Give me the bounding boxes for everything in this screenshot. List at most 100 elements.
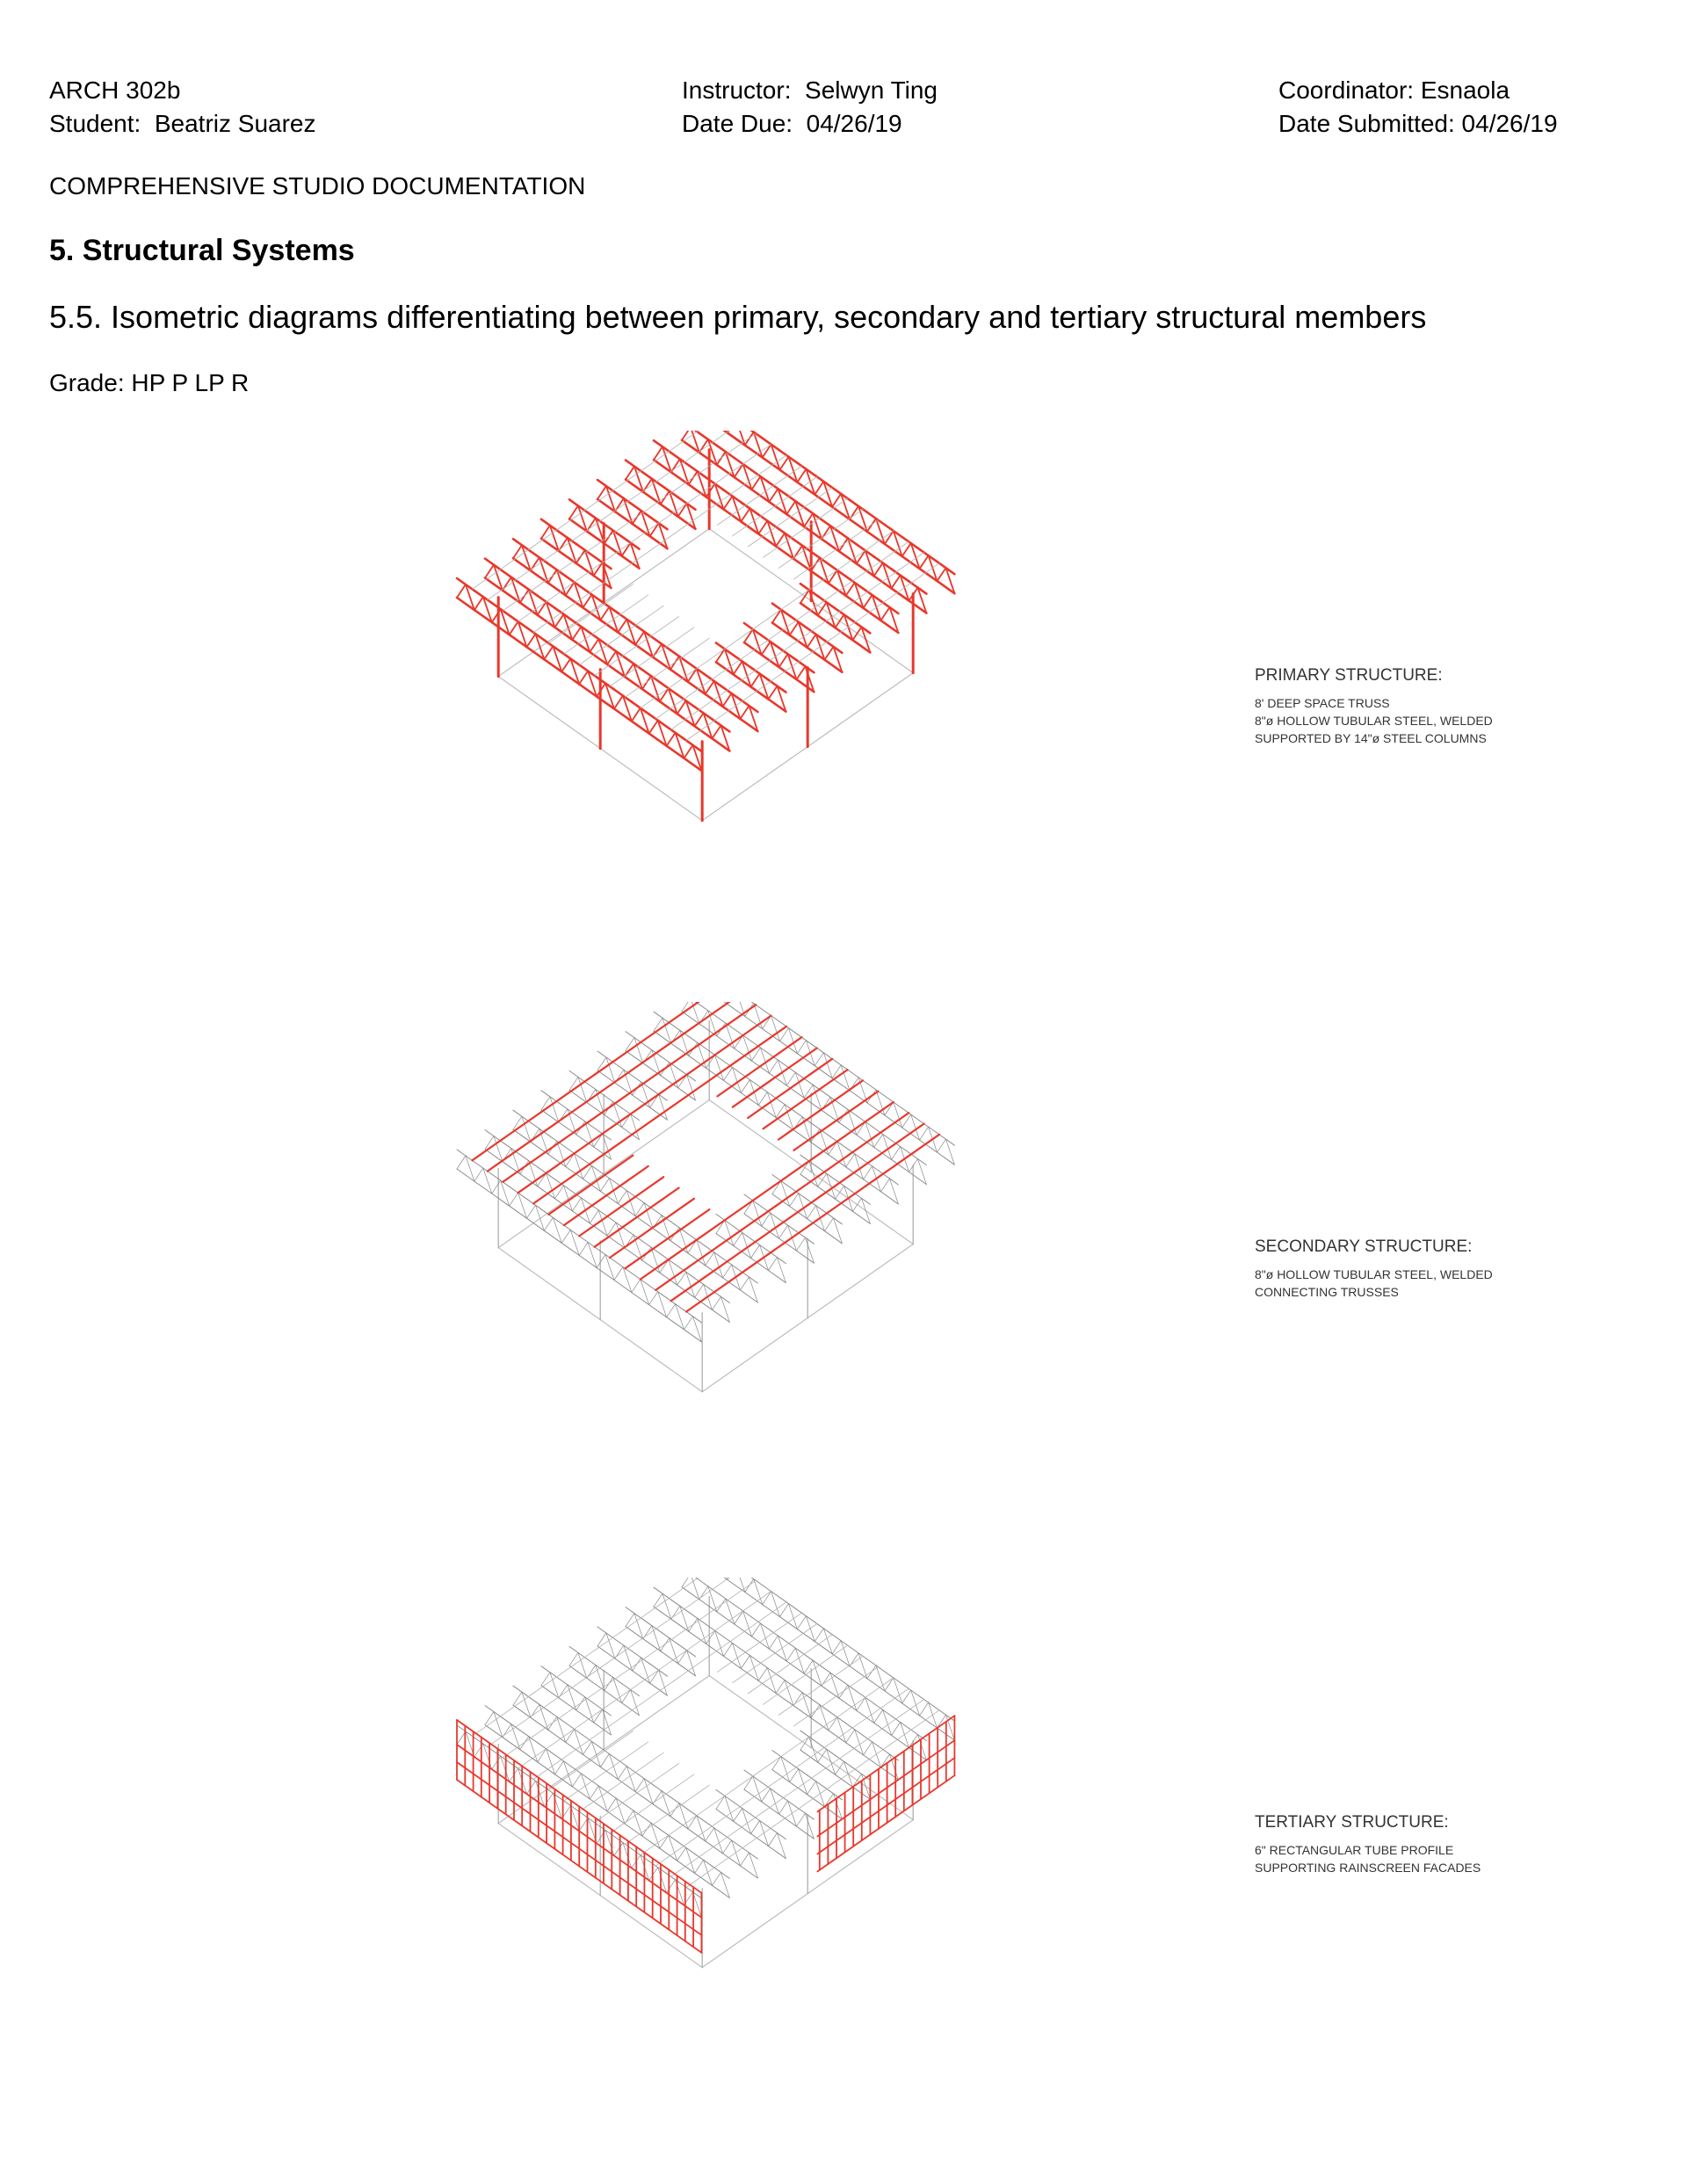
- truss-web: [713, 483, 725, 511]
- truss-web: [858, 504, 868, 533]
- truss-bottom-chord: [604, 1690, 623, 1704]
- connecting-member: [782, 1201, 813, 1223]
- connecting-member: [791, 518, 821, 539]
- connecting-member: [882, 582, 912, 604]
- truss-bottom-chord: [744, 1016, 764, 1030]
- truss-bottom-chord: [605, 663, 626, 678]
- truss-bottom-chord: [575, 562, 595, 577]
- truss-web: [739, 1578, 746, 1593]
- truss-web: [525, 633, 537, 649]
- truss-bottom-chord: [599, 1767, 619, 1780]
- truss-bottom-chord: [620, 555, 641, 570]
- truss-web: [823, 645, 835, 661]
- truss-web: [674, 731, 685, 759]
- truss-web: [749, 672, 761, 688]
- connecting-member: [759, 1066, 790, 1089]
- truss-bottom-chord: [653, 1030, 672, 1044]
- truss-bottom-chord: [760, 653, 780, 669]
- connecting-member: [769, 1231, 800, 1254]
- truss-web: [909, 1734, 918, 1748]
- truss-web: [665, 731, 677, 747]
- truss-bottom-chord: [891, 1735, 909, 1748]
- connecting-member: [741, 1252, 772, 1273]
- truss-bottom-chord: [456, 1168, 475, 1182]
- truss-web: [749, 1852, 758, 1879]
- truss-web: [863, 1165, 872, 1180]
- truss-web: [836, 569, 847, 597]
- connecting-member: [713, 1847, 743, 1868]
- truss-web: [863, 1741, 872, 1756]
- truss-bottom-chord: [795, 678, 815, 693]
- truss-web: [847, 1108, 858, 1136]
- truss-bottom-chord: [715, 1232, 735, 1246]
- truss-web: [743, 1200, 754, 1215]
- truss-web: [578, 670, 590, 686]
- truss-web: [528, 1160, 539, 1187]
- truss-web: [762, 1015, 771, 1029]
- truss-web: [918, 555, 930, 570]
- truss-web: [771, 1756, 782, 1770]
- truss-web: [621, 1689, 631, 1703]
- connecting-member: [574, 562, 604, 583]
- connecting-member: [548, 1769, 577, 1791]
- label-line: 8"ø HOLLOW TUBULAR STEEL, WELDED: [1255, 1267, 1493, 1281]
- truss-web: [691, 1578, 700, 1600]
- connecting-member: [604, 584, 634, 605]
- connecting-member: [742, 680, 771, 702]
- truss-web: [739, 1002, 746, 1017]
- truss-web: [828, 1716, 838, 1731]
- truss-web: [641, 1081, 651, 1108]
- truss-web: [625, 1037, 635, 1051]
- truss-web: [723, 648, 735, 676]
- truss-web: [625, 1613, 635, 1627]
- truss-web: [831, 1640, 842, 1655]
- truss-web: [780, 1180, 791, 1207]
- truss-web: [788, 1603, 798, 1630]
- truss-bottom-chord: [828, 1730, 847, 1744]
- truss-bottom-chord: [757, 1680, 777, 1694]
- truss-bottom-chord: [742, 641, 764, 657]
- truss-web: [482, 1167, 493, 1194]
- truss-web: [854, 1729, 864, 1756]
- header-left: ARCH 302b Student: Beatriz Suarez: [49, 74, 316, 141]
- truss-web: [770, 443, 781, 471]
- truss-web: [544, 1216, 554, 1231]
- truss-bottom-chord: [884, 1690, 903, 1704]
- truss-bottom-chord: [649, 1107, 668, 1121]
- connecting-member: [849, 1090, 880, 1113]
- connecting-member: [686, 1630, 716, 1651]
- label-line: 8' DEEP SPACE TRUSS: [1255, 696, 1390, 710]
- truss-web: [771, 1180, 782, 1194]
- truss-web: [769, 1635, 778, 1650]
- connecting-member: [821, 1686, 851, 1707]
- truss-bottom-chord: [743, 444, 764, 459]
- truss-web: [626, 618, 637, 646]
- truss-bottom-chord: [519, 1173, 539, 1187]
- truss-web: [750, 1820, 760, 1834]
- truss-web: [633, 663, 643, 691]
- truss-web: [613, 1842, 624, 1856]
- truss-web: [562, 613, 574, 641]
- truss-web: [891, 1722, 901, 1736]
- truss-web: [917, 1158, 927, 1185]
- truss-web: [623, 1644, 634, 1672]
- truss-web: [578, 1242, 589, 1256]
- truss-web: [801, 544, 812, 572]
- truss-web: [856, 1121, 866, 1136]
- truss-web: [768, 1832, 778, 1847]
- truss-bottom-chord: [863, 1179, 881, 1193]
- truss-web: [833, 1793, 843, 1820]
- connecting-member: [606, 625, 636, 646]
- connecting-member: [755, 1797, 785, 1818]
- truss-web: [597, 1785, 608, 1812]
- truss-web: [892, 530, 903, 557]
- truss-web: [675, 1303, 684, 1331]
- truss-bottom-chord: [596, 497, 617, 513]
- connecting-member: [727, 432, 757, 454]
- connecting-member: [619, 1165, 649, 1187]
- truss-web: [817, 1172, 828, 1187]
- connecting-member: [744, 1632, 774, 1653]
- truss-bottom-chord: [632, 1094, 651, 1108]
- truss-web: [605, 682, 615, 710]
- connecting-member: [652, 1228, 683, 1250]
